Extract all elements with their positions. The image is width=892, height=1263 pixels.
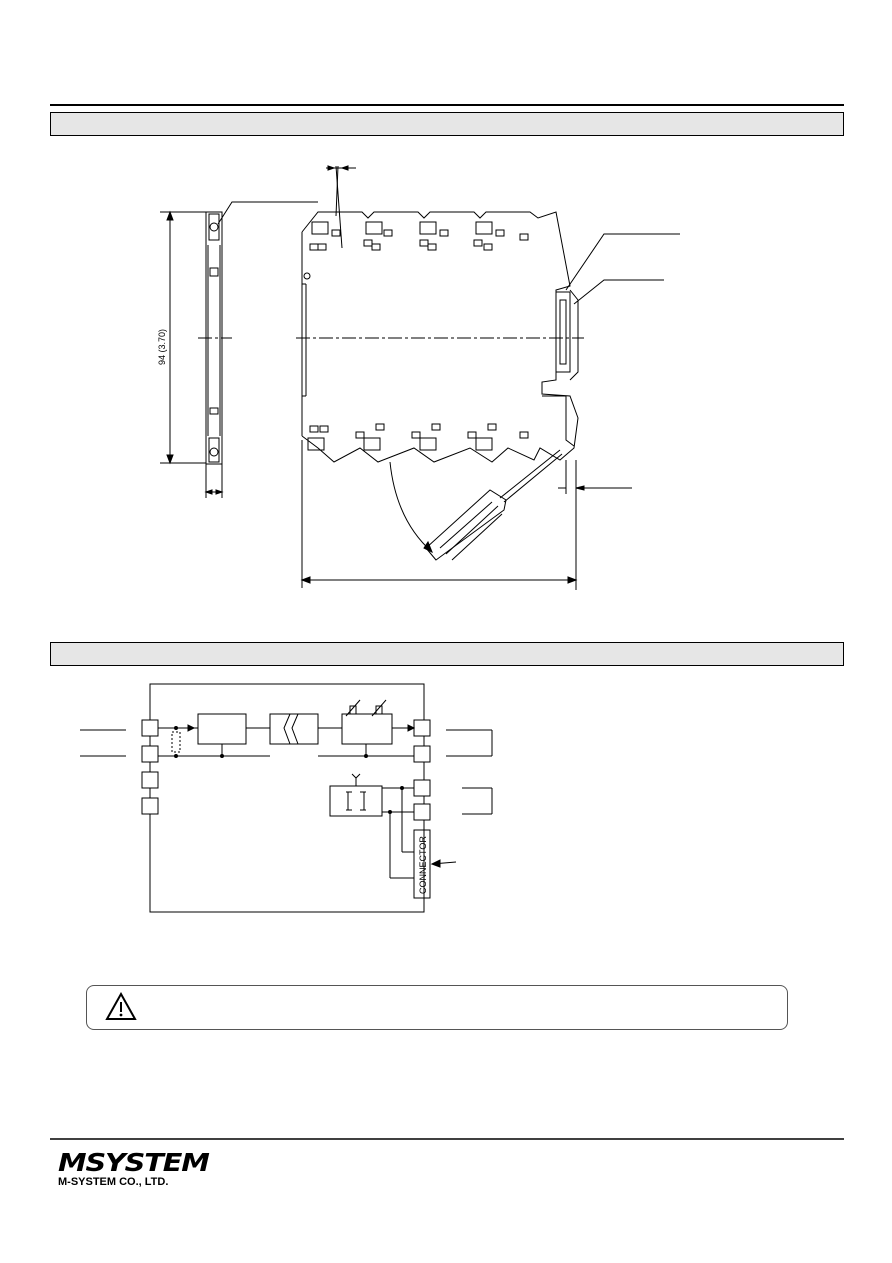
front-view-body bbox=[301, 211, 579, 463]
section-header-dimensions bbox=[50, 112, 844, 136]
warning-notice bbox=[86, 985, 788, 1030]
top-terminals bbox=[309, 221, 529, 251]
terminal-3 bbox=[141, 771, 159, 789]
isolation-block bbox=[269, 713, 319, 745]
section-header-schematic bbox=[50, 642, 844, 666]
output-block bbox=[341, 713, 393, 745]
terminal-8 bbox=[413, 803, 431, 821]
terminal-1 bbox=[141, 719, 159, 737]
input-block bbox=[197, 713, 247, 745]
adjust-trimmer-icon bbox=[345, 699, 387, 717]
bottom-terminals bbox=[307, 423, 529, 451]
warning-triangle-icon bbox=[105, 992, 137, 1020]
block-diagram bbox=[80, 683, 493, 913]
company-logo: MSYSTEM M-SYSTEM CO., LTD. bbox=[58, 1150, 210, 1189]
screwdriver-icon bbox=[425, 449, 563, 561]
terminal-7 bbox=[413, 779, 431, 797]
terminal-2 bbox=[141, 745, 159, 763]
company-name: M-SYSTEM CO., LTD. bbox=[58, 1176, 169, 1188]
terminal-6 bbox=[413, 745, 431, 763]
module-outline bbox=[149, 683, 425, 913]
top-rule bbox=[50, 104, 844, 106]
terminal-4 bbox=[141, 797, 159, 815]
power-supply-block bbox=[329, 785, 383, 817]
connector-block bbox=[413, 829, 431, 899]
connector-label: CONNECTOR bbox=[418, 836, 428, 894]
logo-wordmark: MSYSTEM bbox=[58, 1148, 210, 1177]
height-dimension-label: 94 (3.70) bbox=[157, 329, 167, 365]
terminal-5 bbox=[413, 719, 431, 737]
